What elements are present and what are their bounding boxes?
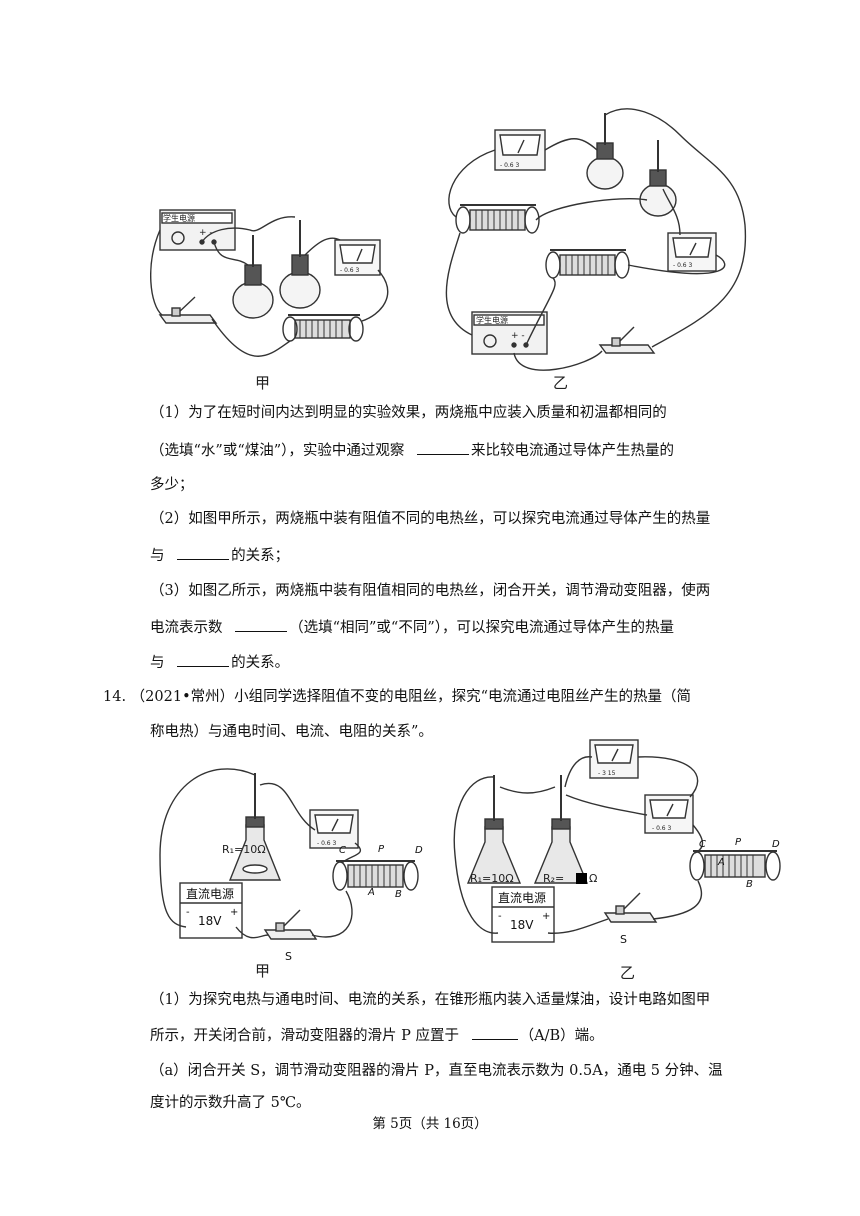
voltage-label-right: 18V: [510, 918, 534, 932]
page-footer: 第 5页（共 16页）: [372, 1116, 488, 1132]
r2-label: R₂=: [543, 872, 564, 885]
q13-part2-text-a: 与: [150, 548, 165, 564]
q13-part2-text-b: 的关系；: [231, 548, 290, 564]
r2-hidden-value: [576, 873, 587, 884]
blank-observe: [417, 440, 470, 455]
plus-minus-left: + -: [199, 228, 213, 238]
blank-relation-2: [177, 652, 230, 667]
minus-left: -: [186, 907, 190, 918]
q13-part3-text-a: 电流表示数: [150, 620, 223, 636]
terminal-a-right: A: [717, 857, 725, 868]
caption-jia-top: 甲: [255, 374, 271, 392]
terminal-c-right: C: [699, 839, 706, 850]
q14-stem-line2: 称电热）与通电时间、电流、电阻的关系”。: [150, 724, 433, 740]
ammeter-scale-bottom-top: - 3 15: [598, 770, 616, 777]
q14-part1-line2: 所示，开关闭合前，滑动变阻器的滑片 P 应置于 （A/B）端。: [150, 1025, 604, 1046]
q13-part1-line3: 多少；: [150, 477, 194, 493]
q13-part2-line2: 与 的关系；: [150, 545, 289, 566]
dc-supply-label-right: 直流电源: [498, 891, 546, 905]
q13-part3-line1: （3）如图乙所示，两烧瓶中装有阻值相同的电热丝，闭合开关，调节滑动变阻器，使两: [150, 583, 711, 599]
q13-part1-text-a: （选填“水”或“煤油”），实验中通过观察: [150, 443, 405, 459]
terminal-d-left: D: [415, 845, 423, 856]
q13-part3-text-d: 的关系。: [231, 655, 290, 671]
power-supply-label-right: 学生电源: [476, 315, 508, 325]
terminal-d-right: D: [772, 839, 780, 850]
figure-top: 学生电源 + - - 0.6 3 学生电源 + - - 0.6 3 - 0.6 …: [150, 105, 750, 385]
q13-part3-text-b: （选填“相同”或“不同”），可以探究电流通过导体产生的热量: [289, 620, 675, 636]
ammeter-scale-bottom-right: - 0.6 3: [652, 825, 672, 832]
switch-label-left: S: [285, 950, 292, 963]
terminal-c-left: C: [339, 845, 346, 856]
r1-label-right: R₁=10Ω: [470, 872, 514, 885]
slider-p-left: P: [378, 844, 385, 855]
ammeter-scale-right: - 0.6 3: [673, 262, 693, 269]
plus-left: +: [230, 907, 238, 918]
terminal-b-right: B: [746, 879, 753, 890]
q13-part3-text-c: 与: [150, 655, 165, 671]
q14-stem-line1: 14. （2021•常州）小组同学选择阻值不变的电阻丝，探究“电流通过电阻丝产生…: [103, 687, 691, 707]
ammeter-scale-left: - 0.6 3: [340, 267, 360, 274]
q13-part3-line2: 电流表示数 （选填“相同”或“不同”），可以探究电流通过导体产生的热量: [150, 617, 674, 638]
voltage-label-left: 18V: [198, 914, 222, 928]
caption-jia-bottom: 甲: [255, 962, 271, 980]
q13-part2-line1: （2）如图甲所示，两烧瓶中装有阻值不同的电热丝，可以探究电流通过导体产生的热量: [150, 511, 711, 527]
q13-part1-line2: （选填“水”或“煤油”），实验中通过观察 来比较电流通过导体产生热量的: [150, 440, 674, 461]
dc-supply-label-left: 直流电源: [186, 887, 234, 901]
power-supply-label-left: 学生电源: [163, 213, 195, 223]
blank-relation-1: [177, 545, 230, 560]
q14-parta-line2: 度计的示数升高了 5℃。: [150, 1095, 311, 1111]
q14-number: 14.: [103, 689, 127, 705]
q14-part1-text-b: （A/B）端。: [519, 1028, 604, 1044]
minus-right: -: [498, 911, 502, 922]
terminal-a-left: A: [367, 887, 375, 898]
plus-minus-right: + -: [511, 331, 525, 341]
ammeter-scale-right-top: - 0.6 3: [500, 162, 520, 169]
plus-right: +: [542, 911, 550, 922]
q13-part1-line1: （1）为了在短时间内达到明显的实验效果，两烧瓶中应装入质量和初温都相同的: [150, 405, 667, 421]
terminal-b-left: B: [395, 889, 402, 900]
figure-bottom: R₁=10Ω - 0.6 3 直流电源 18V - + S C P D A B …: [150, 735, 790, 970]
q14-stem-text: （2021•常州）小组同学选择阻值不变的电阻丝，探究“电流通过电阻丝产生的热量（…: [130, 689, 692, 705]
caption-yi-bottom: 乙: [620, 964, 636, 982]
blank-same-diff: [235, 617, 288, 632]
ammeter-scale-bottom-left: - 0.6 3: [317, 840, 337, 847]
r1-label-left: R₁=10Ω: [222, 843, 266, 856]
slider-p-right: P: [735, 837, 742, 848]
q14-parta-line1: （a）闭合开关 S，调节滑动变阻器的滑片 P，直至电流表示数为 0.5A，通电 …: [150, 1063, 723, 1079]
q13-part3-line3: 与 的关系。: [150, 652, 289, 673]
blank-slider-end: [471, 1025, 518, 1040]
q13-part1-text-b: 来比较电流通过导体产生热量的: [471, 443, 675, 459]
switch-label-right: S: [620, 933, 627, 946]
caption-yi-top: 乙: [553, 374, 569, 392]
q14-part1-text-a: 所示，开关闭合前，滑动变阻器的滑片 P 应置于: [150, 1028, 459, 1044]
q14-part1-line1: （1）为探究电热与通电时间、电流的关系，在锥形瓶内装入适量煤油，设计电路如图甲: [150, 992, 711, 1008]
r2-ohm: Ω: [589, 872, 597, 885]
